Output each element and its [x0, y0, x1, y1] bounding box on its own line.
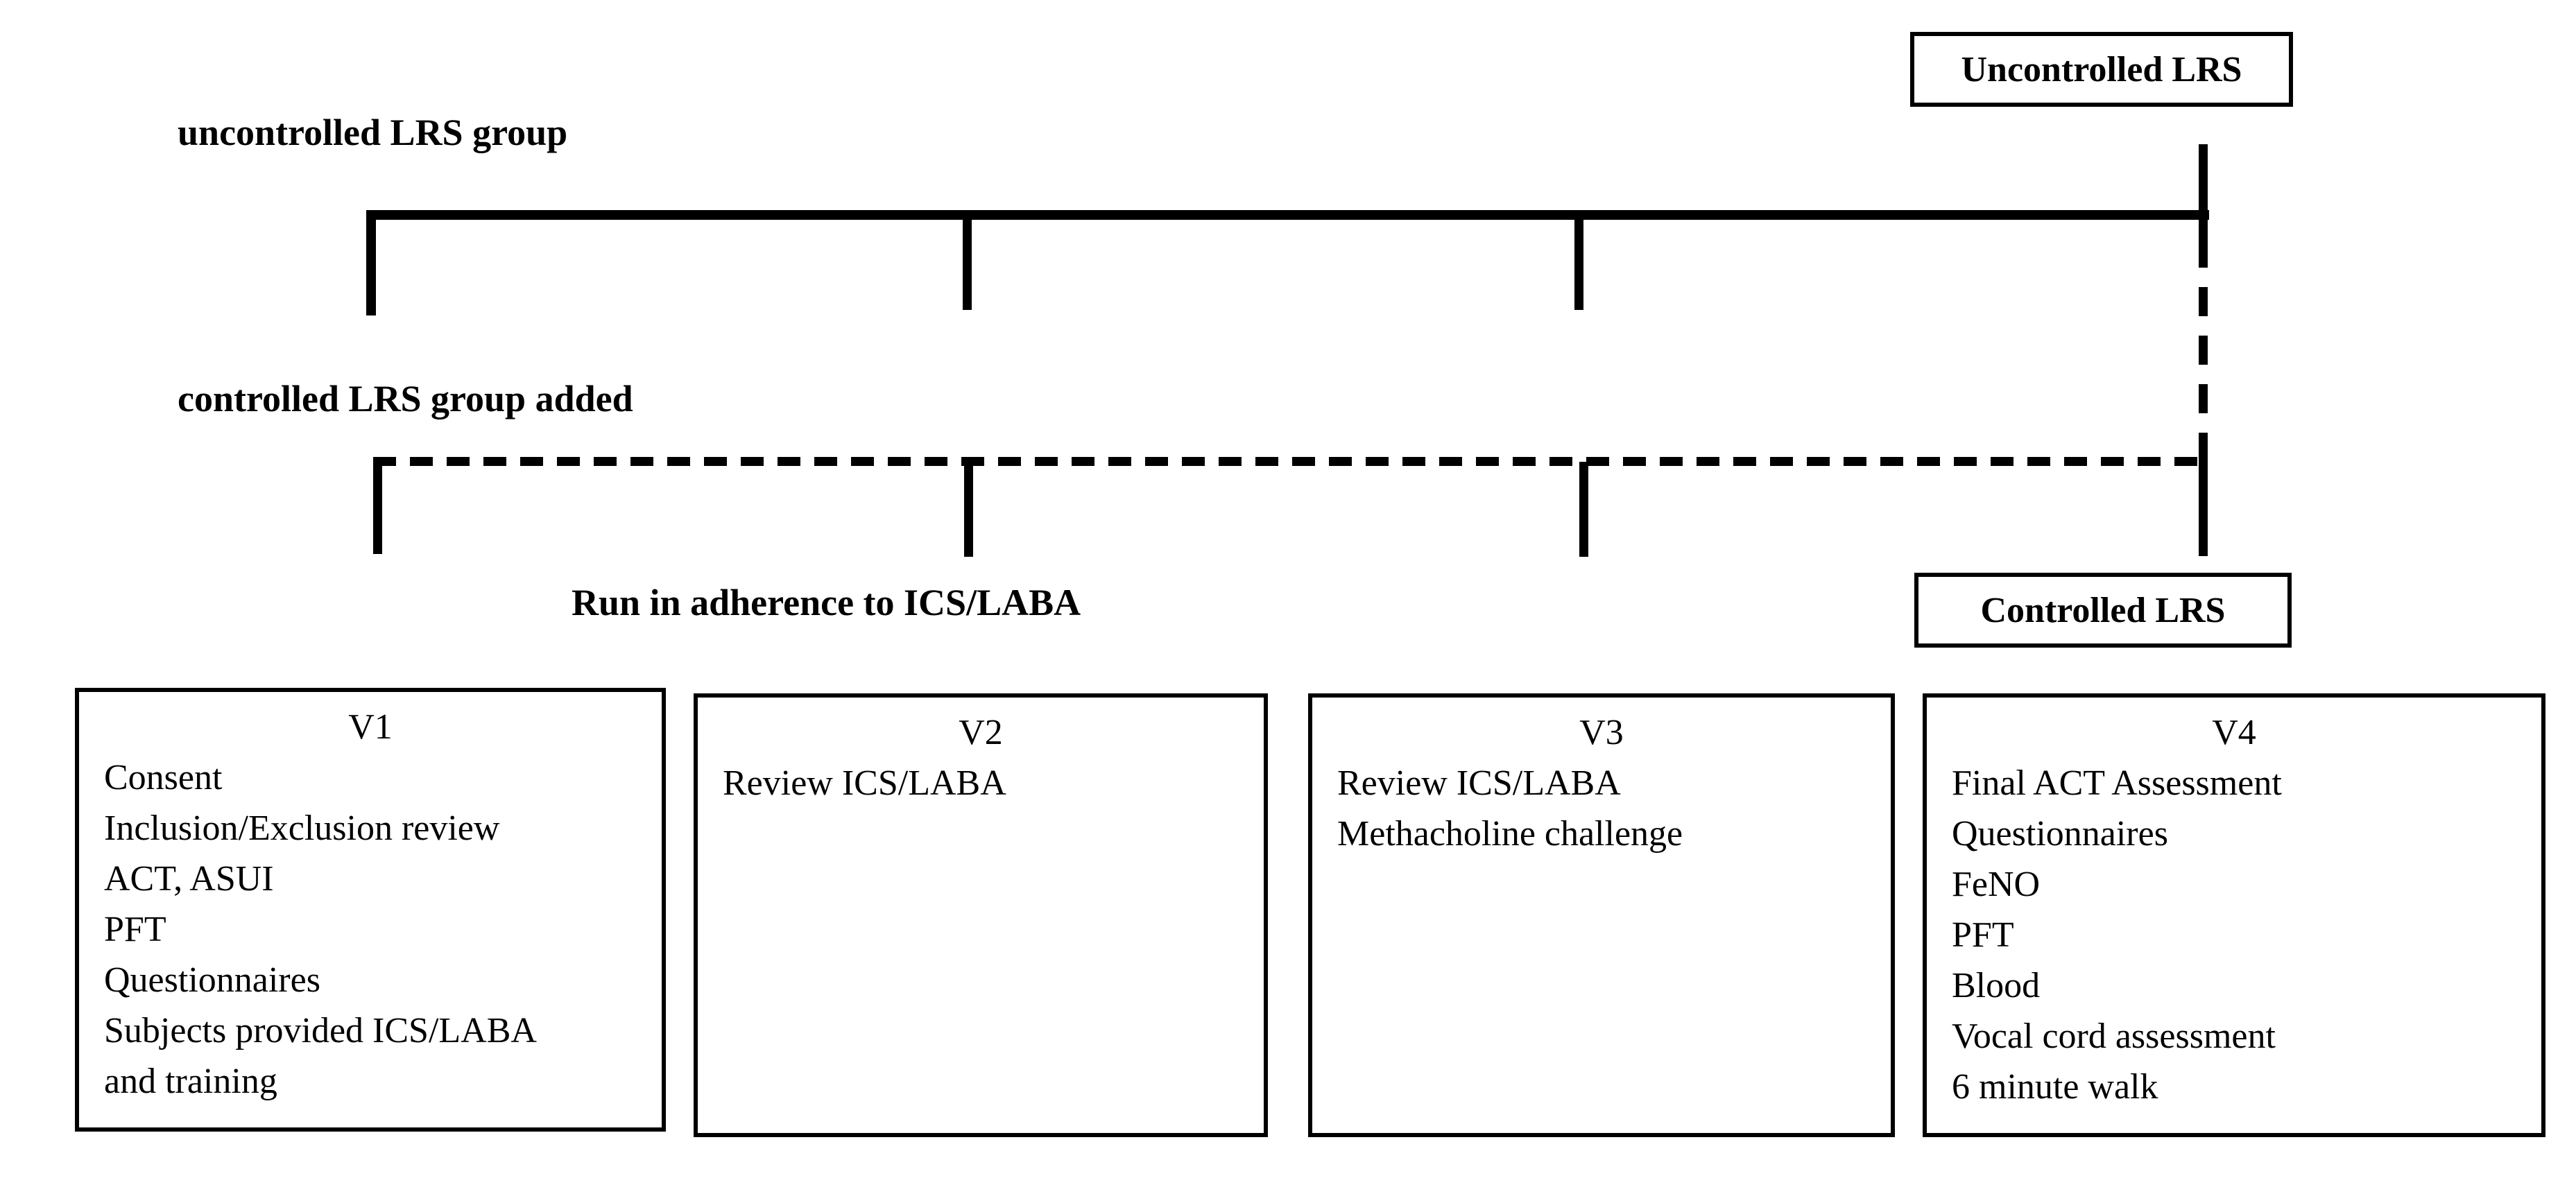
visit-title: V3	[1579, 713, 1624, 752]
visit-item: Review ICS/LABA	[1337, 763, 1621, 803]
visit-title: V1	[348, 707, 393, 747]
visit-title: V4	[2212, 713, 2256, 752]
run-in-adherence-label: Run in adherence to ICS/LABA	[572, 582, 1081, 623]
uncontrolled-group-label: uncontrolled LRS group	[178, 112, 568, 153]
visit-item: Questionnaires	[1952, 814, 2168, 854]
visit-item: PFT	[104, 910, 166, 949]
controlled-timeline-tick-v2	[964, 462, 973, 557]
visit-item: Inclusion/Exclusion review	[104, 808, 500, 848]
controlled-timeline-tick-v3	[1579, 462, 1588, 557]
visit-item: and training	[104, 1062, 277, 1101]
controlled-timeline-line	[373, 457, 2204, 466]
endpoint-connector-solid-top	[2199, 144, 2208, 239]
endpoint-connector-solid-bottom	[2199, 458, 2208, 556]
visit-item: PFT	[1952, 915, 2014, 955]
visit-item: Questionnaires	[104, 960, 320, 1000]
visit-title: V2	[959, 713, 1003, 752]
visit-item-list: Review ICS/LABA	[698, 758, 1264, 808]
visit-item: Review ICS/LABA	[723, 763, 1006, 803]
uncontrolled-timeline-tick-v2	[963, 216, 972, 310]
uncontrolled-timeline-tick-v1	[366, 210, 376, 315]
controlled-timeline-tick-v1	[373, 457, 382, 554]
visit-item: Vocal cord assessment	[1952, 1016, 2276, 1056]
uncontrolled-timeline-line	[366, 210, 2209, 220]
visit-box-v2: V2 Review ICS/LABA	[694, 693, 1268, 1137]
endpoint-connector-dashed-middle	[2199, 239, 2208, 458]
uncontrolled-lrs-endpoint-box: Uncontrolled LRS	[1910, 32, 2293, 107]
visit-item-list: Review ICS/LABA Methacholine challenge	[1312, 758, 1891, 859]
uncontrolled-timeline-tick-v3	[1574, 216, 1583, 310]
visit-item: FeNO	[1952, 865, 2041, 904]
controlled-lrs-endpoint-label: Controlled LRS	[1980, 590, 2226, 630]
visit-item: Blood	[1952, 966, 2041, 1005]
visit-item: Subjects provided ICS/LABA	[104, 1011, 537, 1050]
visit-item: Final ACT Assessment	[1952, 763, 2282, 803]
controlled-lrs-endpoint-box: Controlled LRS	[1914, 573, 2292, 648]
visit-item: ACT, ASUI	[104, 859, 274, 899]
controlled-group-label: controlled LRS group added	[178, 378, 633, 419]
visit-box-v3: V3 Review ICS/LABA Methacholine challenge	[1308, 693, 1895, 1137]
visit-item: Methacholine challenge	[1337, 814, 1683, 854]
visit-item: Consent	[104, 758, 223, 797]
uncontrolled-lrs-endpoint-label: Uncontrolled LRS	[1961, 49, 2242, 89]
visit-item: 6 minute walk	[1952, 1067, 2158, 1107]
